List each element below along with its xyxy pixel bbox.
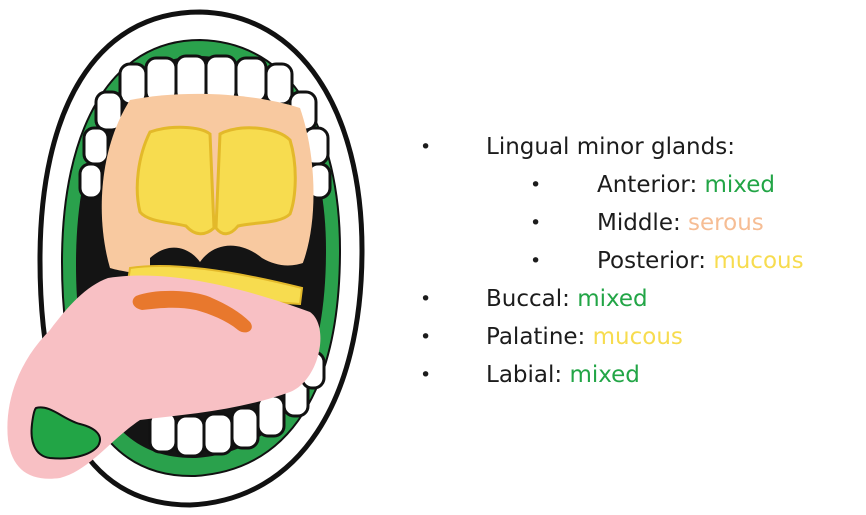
legend-label: Middle: xyxy=(597,210,688,236)
bullet-icon: • xyxy=(530,166,541,204)
bullet-icon: • xyxy=(420,356,431,394)
legend-gland-type: mucous xyxy=(713,248,803,274)
bullet-icon: • xyxy=(420,128,431,166)
legend-item: • Labial: mixed xyxy=(410,356,804,394)
legend-gland-type: mixed xyxy=(569,362,639,388)
legend-item: • Middle: serous xyxy=(410,204,804,242)
legend-item: • Posterior: mucous xyxy=(410,242,804,280)
bullet-icon: • xyxy=(530,204,541,242)
legend-item: • Buccal: mixed xyxy=(410,280,804,318)
legend-item: • Anterior: mixed xyxy=(410,166,804,204)
legend-gland-type: mixed xyxy=(577,286,647,312)
gland-legend: • Lingual minor glands: • Anterior: mixed • M… xyxy=(410,128,804,394)
legend-label: Labial: xyxy=(486,362,569,388)
palatine-gland-right xyxy=(216,128,295,234)
legend-item: • Lingual minor glands: xyxy=(410,128,804,166)
bullet-icon: • xyxy=(420,280,431,318)
mouth-diagram xyxy=(0,0,380,515)
legend-gland-type: mucous xyxy=(593,324,683,350)
legend-label: Lingual minor glands: xyxy=(486,134,735,160)
bullet-icon: • xyxy=(530,242,541,280)
legend-label: Anterior: xyxy=(597,172,705,198)
legend-label: Palatine: xyxy=(486,324,593,350)
bullet-icon: • xyxy=(420,318,431,356)
palatine-gland-left xyxy=(137,127,214,233)
legend-gland-type: mixed xyxy=(705,172,775,198)
legend-gland-type: serous xyxy=(688,210,764,236)
legend-label: Posterior: xyxy=(597,248,713,274)
legend-item: • Palatine: mucous xyxy=(410,318,804,356)
legend-label: Buccal: xyxy=(486,286,577,312)
